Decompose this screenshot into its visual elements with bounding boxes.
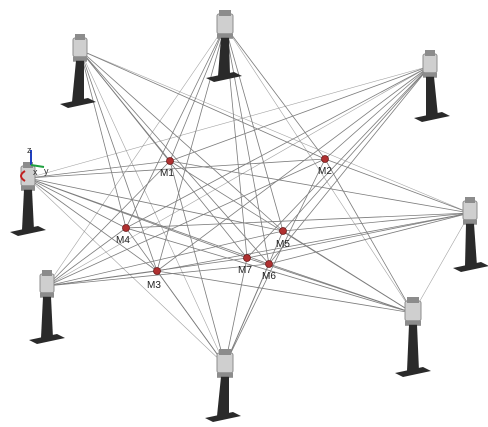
sightline <box>282 230 414 314</box>
coordinate-axes: z x y <box>20 145 49 182</box>
marker-label: M7 <box>238 265 252 276</box>
sightline <box>27 177 284 232</box>
marker-point-icon <box>243 254 251 262</box>
sightline <box>156 270 414 314</box>
sightline <box>156 212 471 272</box>
sightline <box>27 160 171 179</box>
sightline-layer <box>27 25 471 366</box>
sightline <box>224 25 414 314</box>
sightline <box>169 160 471 214</box>
marker-point-icon <box>321 155 329 163</box>
sightline <box>246 257 414 314</box>
sightline <box>268 212 471 265</box>
marker-point-icon <box>166 157 174 165</box>
sightline <box>79 49 326 160</box>
sightline <box>79 49 127 229</box>
instrument-station-icon <box>60 34 96 108</box>
sightline <box>46 257 248 287</box>
x-axis-label: x <box>33 167 38 177</box>
marker-label: M3 <box>147 280 161 291</box>
marker-m7: M7 <box>238 254 252 276</box>
marker-m3: M3 <box>147 267 161 291</box>
instrument-station-icon <box>414 50 450 122</box>
sightline <box>27 65 431 179</box>
sightline <box>125 227 414 314</box>
sightline <box>282 65 431 232</box>
sightline <box>79 49 471 214</box>
sightline <box>246 212 471 259</box>
instrument-station-icon <box>29 270 65 344</box>
sightline <box>169 160 226 366</box>
marker-m6: M6 <box>262 260 276 282</box>
marker-m2: M2 <box>318 155 332 177</box>
marker-m5: M5 <box>276 227 290 250</box>
sightline <box>125 227 226 366</box>
marker-label: M6 <box>262 271 276 282</box>
sightline <box>27 177 248 259</box>
sightline <box>27 177 158 272</box>
sightline <box>246 65 431 259</box>
sightline <box>324 158 471 214</box>
sightline <box>46 230 284 287</box>
station-layer <box>10 10 488 422</box>
sightline <box>224 257 248 366</box>
y-axis-label: y <box>44 166 49 176</box>
sightline <box>125 25 226 229</box>
marker-label: M4 <box>116 235 130 246</box>
sightline <box>224 25 326 160</box>
sightline <box>169 65 431 162</box>
sightline <box>412 212 471 314</box>
sightline <box>324 65 431 160</box>
marker-point-icon <box>153 267 161 275</box>
y-axis-line <box>30 164 45 168</box>
sightline <box>125 65 431 229</box>
sightline <box>79 49 226 366</box>
sightline <box>27 177 226 366</box>
sightline <box>324 158 414 314</box>
sightline <box>156 65 431 272</box>
sightline <box>46 25 226 287</box>
sightline <box>79 49 158 272</box>
marker-label: M1 <box>160 168 174 179</box>
sightline <box>46 65 431 287</box>
marker-label: M2 <box>318 166 332 177</box>
instrument-station-icon <box>453 197 488 272</box>
marker-m1: M1 <box>160 157 174 179</box>
sightline <box>224 25 284 232</box>
marker-point-icon <box>265 260 273 268</box>
sightline <box>224 25 270 265</box>
sightline <box>125 212 471 229</box>
sightline <box>46 227 127 287</box>
sightline <box>79 49 270 265</box>
instrument-station-icon <box>205 349 241 422</box>
sightline <box>169 25 226 162</box>
sightline <box>282 212 471 232</box>
marker-label: M5 <box>276 239 290 250</box>
sightline <box>46 263 270 287</box>
marker-m4: M4 <box>116 224 130 246</box>
sightline <box>224 158 326 366</box>
instrument-station-icon <box>10 162 46 236</box>
z-axis-label: z <box>27 145 32 155</box>
sightline <box>79 49 284 232</box>
sightline <box>46 160 171 287</box>
sightline <box>79 49 248 259</box>
instrument-station-icon <box>395 297 431 377</box>
x-axis-arc <box>20 170 26 182</box>
marker-point-icon <box>122 224 130 232</box>
marker-point-icon <box>279 227 287 235</box>
sightline <box>27 158 326 179</box>
instrument-station-icon <box>206 10 242 82</box>
sightline <box>224 263 270 366</box>
sightline <box>27 177 127 229</box>
sightline <box>46 158 326 287</box>
sightline <box>268 65 431 265</box>
